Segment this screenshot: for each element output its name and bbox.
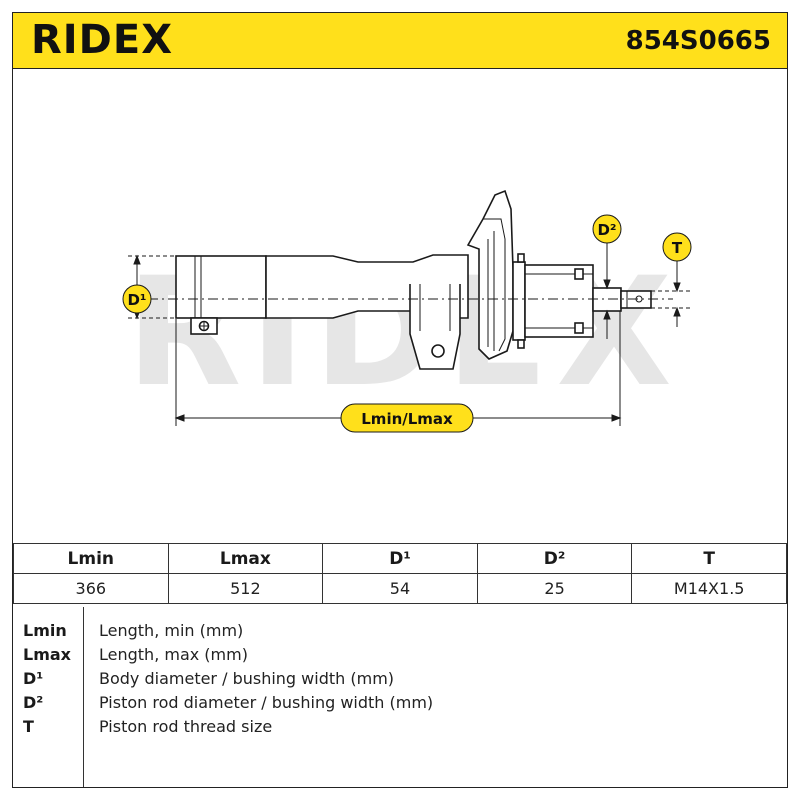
header-t: T [631, 543, 787, 574]
value-d2: 25 [476, 573, 633, 604]
length-label: Lmin/Lmax [361, 410, 453, 428]
header-lmax: Lmax [167, 543, 324, 574]
d1-label: D¹ [127, 291, 146, 309]
legend-desc: Body diameter / bushing width (mm) [99, 669, 395, 688]
legend-item: D¹ Body diameter / bushing width (mm) [13, 667, 787, 691]
header-d1: D¹ [322, 543, 478, 574]
legend-desc: Length, min (mm) [99, 621, 244, 640]
header-lmin: Lmin [13, 543, 169, 574]
t-badge [662, 232, 692, 262]
d2-badge [592, 214, 622, 244]
legend-desc: Piston rod diameter / bushing width (mm) [99, 693, 434, 712]
d1-badge [122, 284, 152, 314]
legend-key: D² [23, 693, 44, 712]
top-mount [512, 261, 526, 341]
length-badge [340, 403, 474, 433]
strut-body [128, 189, 673, 370]
value-lmin: 366 [13, 573, 169, 604]
legend-item: D² Piston rod diameter / bushing width (… [13, 691, 787, 715]
shock-absorber-drawing: RIDEX [122, 189, 693, 433]
legend-desc: Piston rod thread size [99, 717, 273, 736]
header-bar: RIDEX 854S0665 [13, 13, 787, 69]
header-d2: D² [476, 543, 633, 574]
body-tube [175, 255, 267, 319]
legend: Lmin Length, min (mm) Lmax Length, max (… [13, 607, 787, 787]
t-label: T [672, 239, 683, 257]
legend-key: Lmax [23, 645, 71, 664]
spec-header-row: Lmin Lmax D¹ D² T [13, 543, 787, 574]
d2-label: D² [597, 221, 616, 239]
spec-table: Lmin Lmax D¹ D² T 366 512 54 25 M14X1.5 [13, 543, 787, 604]
part-number: 854S0665 [625, 26, 771, 56]
legend-divider [83, 607, 84, 787]
value-d1: 54 [322, 573, 478, 604]
legend-key: D¹ [23, 669, 44, 688]
brand-logo: RIDEX [31, 17, 174, 63]
dimension-d2 [603, 239, 611, 339]
legend-desc: Length, max (mm) [99, 645, 248, 664]
value-lmax: 512 [167, 573, 324, 604]
spec-value-row: 366 512 54 25 M14X1.5 [13, 573, 787, 604]
product-sheet: RIDEX 854S0665 RIDEX [12, 12, 788, 788]
legend-item: Lmax Length, max (mm) [13, 643, 787, 667]
value-t: M14X1.5 [631, 573, 787, 604]
legend-key: Lmin [23, 621, 67, 640]
legend-item: T Piston rod thread size [13, 715, 787, 739]
legend-item: Lmin Length, min (mm) [13, 619, 787, 643]
legend-key: T [23, 717, 34, 736]
dimension-t [651, 259, 693, 327]
knuckle-bracket [409, 284, 461, 370]
